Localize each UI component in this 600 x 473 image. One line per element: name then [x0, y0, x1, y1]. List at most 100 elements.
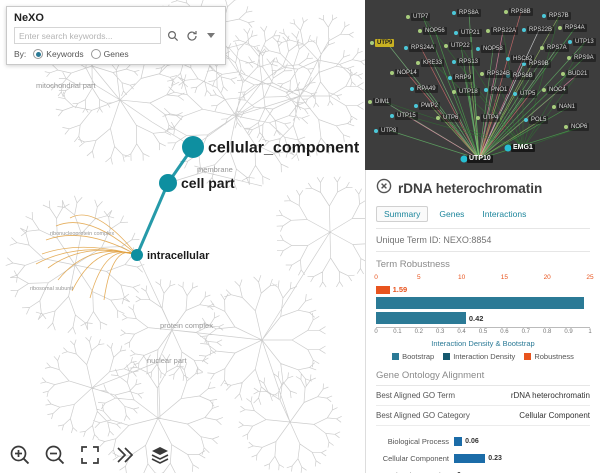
zoom-out-icon[interactable]	[43, 443, 67, 467]
gene-node-hsc82[interactable]: HSC82	[511, 55, 535, 63]
zoom-in-icon[interactable]	[8, 443, 32, 467]
unique-term-id-label: Unique Term ID:	[376, 235, 441, 245]
tab-summary[interactable]: Summary	[376, 206, 429, 222]
gene-node-nop14[interactable]: NOP14	[395, 69, 419, 77]
gene-node-utp7[interactable]: UTP7	[411, 13, 431, 21]
gene-node-kre33[interactable]: KRE33	[421, 59, 445, 67]
gene-node-utp5[interactable]: UTP5	[518, 90, 538, 98]
gene-node-rps8b[interactable]: RPS8B	[509, 8, 533, 16]
robustness-bar-robustness: 1.59	[376, 285, 590, 294]
gene-node-nop58[interactable]: NOP58	[481, 45, 505, 53]
gene-node-rps22b[interactable]: RPS22B	[527, 26, 555, 34]
robustness-bar-bootstrap	[376, 297, 590, 309]
app-title: NeXO	[14, 12, 44, 24]
tree-small-label: ribosomal subunit	[30, 286, 74, 292]
gene-node-utp22[interactable]: UTP22	[449, 42, 472, 50]
radio-keywords[interactable]: Keywords	[33, 49, 84, 59]
refresh-icon[interactable]	[184, 28, 199, 43]
gene-node-utp18[interactable]: UTP18	[457, 88, 480, 96]
gene-network-panel[interactable]: UTP7 RPS8A RPS8B RPS7B NOP56 UTP21 RPS22A RPS22…	[365, 0, 600, 170]
tree-toolbar	[8, 443, 172, 467]
term-title: rDNA heterochromatin	[398, 181, 543, 196]
tree-small-label: ribonucleoprotein complex	[50, 231, 114, 237]
tab-interactions[interactable]: Interactions	[482, 209, 527, 219]
tree-node-cell-part[interactable]	[159, 174, 177, 192]
gene-node-rpa49[interactable]: RPA49	[415, 85, 438, 93]
go-bar-molecular-function: Molecular Function0	[376, 468, 590, 473]
gene-node-nan1[interactable]: NAN1	[557, 103, 578, 111]
gene-node-rps9b[interactable]: RPS9B	[527, 60, 551, 68]
robustness-bar-interaction-density: 0.42	[376, 312, 590, 324]
go-category-label: Best Aligned GO Category	[376, 411, 470, 420]
gene-node-bud21[interactable]: BUD21	[566, 70, 590, 78]
robustness-axis-label: Interaction Density & Bootstrap	[431, 339, 535, 348]
tree-small-label: mitochondrial part	[36, 81, 97, 90]
gene-node-noc4[interactable]: NOC4	[547, 86, 568, 94]
radio-genes[interactable]: Genes	[90, 49, 129, 59]
expand-levels-icon[interactable]	[113, 443, 137, 467]
gene-node-rps24a[interactable]: RPS24A	[409, 44, 437, 52]
go-term-row: Best Aligned GO Term rDNA heterochromati…	[376, 386, 590, 406]
go-alignment-title: Gene Ontology Alignment	[376, 370, 485, 381]
unique-term-id-row: Unique Term ID: NEXO:8854	[376, 235, 590, 245]
gene-node-rrp9[interactable]: RRP9	[453, 74, 474, 82]
gene-node-rps24b[interactable]: RPS24B	[485, 70, 513, 78]
gene-node-rps9a[interactable]: RPS9A	[572, 54, 596, 62]
detail-tabs: Summary Genes Interactions	[376, 206, 590, 222]
gene-node-rps8a[interactable]: RPS8A	[457, 9, 481, 17]
go-term-label: Best Aligned GO Term	[376, 391, 455, 400]
gene-node-utp13[interactable]: UTP13	[573, 38, 596, 46]
gene-node-utp9[interactable]: UTP9	[375, 39, 395, 47]
radio-genes-label: Genes	[103, 49, 129, 59]
gene-node-pol5[interactable]: POL5	[529, 116, 549, 124]
gene-node-pno1[interactable]: PNO1	[489, 86, 510, 94]
term-detail-panel: rDNA heterochromatin Summary Genes Inter…	[365, 170, 600, 473]
search-icon[interactable]	[165, 28, 180, 43]
layers-icon[interactable]	[148, 443, 172, 467]
gene-node-rps22a[interactable]: RPS22A	[491, 27, 519, 35]
tree-node-label: cellular_component	[208, 140, 360, 157]
gene-node-rps4a[interactable]: RPS4A	[563, 24, 587, 32]
caret-down-icon[interactable]	[203, 28, 218, 43]
search-by-label: By:	[14, 49, 27, 59]
tree-small-label: membrane	[197, 165, 233, 174]
gene-node-pwp2[interactable]: PWP2	[419, 102, 441, 110]
tree-small-label: nuclear part	[147, 356, 188, 365]
fit-to-screen-icon[interactable]	[78, 443, 102, 467]
gene-node-rps7b[interactable]: RPS7B	[547, 12, 571, 20]
gene-node-dim1[interactable]: DIM1	[373, 98, 392, 106]
tree-node-label: intracellular	[147, 250, 210, 262]
gene-node-rps13[interactable]: RPS13	[457, 58, 481, 66]
tree-node-cellular-component[interactable]	[182, 136, 204, 158]
tree-node-label: cell part	[181, 175, 235, 191]
go-term-value: rDNA heterochromatin	[510, 391, 590, 400]
gene-node-nop6[interactable]: NOP6	[569, 123, 590, 131]
gene-node-rps7a[interactable]: RPS7A	[545, 44, 569, 52]
search-input[interactable]	[14, 27, 161, 44]
tree-node-intracellular[interactable]	[131, 249, 143, 261]
go-category-value: Cellular Component	[519, 411, 590, 420]
gene-node-utp10[interactable]: UTP10	[467, 155, 493, 163]
tree-small-label: protein complex	[160, 321, 213, 330]
gene-node-utp21[interactable]: UTP21	[459, 29, 482, 37]
gene-node-rps6b[interactable]: RPS6B	[511, 72, 535, 80]
close-icon[interactable]	[376, 178, 392, 199]
radio-genes-circle[interactable]	[90, 49, 101, 59]
gene-node-utp6[interactable]: UTP6	[441, 114, 461, 122]
tab-genes[interactable]: Genes	[439, 209, 465, 219]
gene-node-utp15[interactable]: UTP15	[395, 112, 418, 120]
go-category-row: Best Aligned GO Category Cellular Compon…	[376, 406, 590, 426]
gene-node-emg1[interactable]: EMG1	[511, 144, 535, 152]
gene-node-utp8[interactable]: UTP8	[379, 127, 399, 135]
gene-node-utp4[interactable]: UTP4	[481, 114, 501, 122]
gene-node-nop56[interactable]: NOP56	[423, 27, 447, 35]
term-robustness-title: Term Robustness	[376, 259, 450, 270]
radio-keywords-circle[interactable]	[33, 49, 44, 59]
